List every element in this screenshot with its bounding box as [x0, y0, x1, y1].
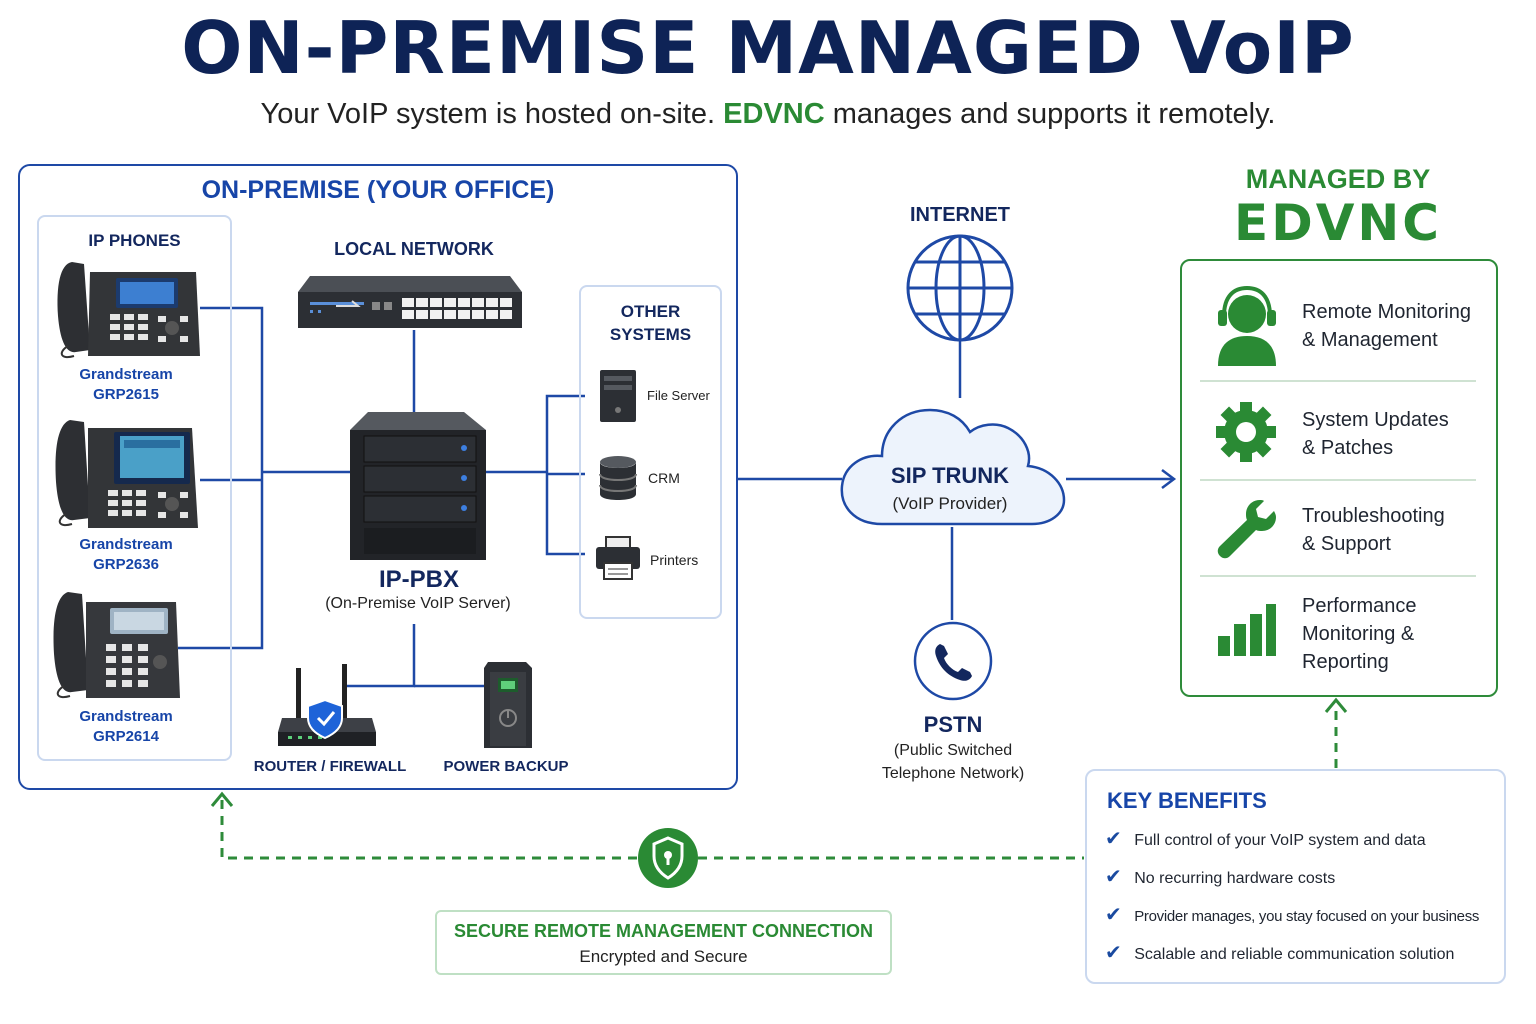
phone-2-model: GRP2636 [93, 556, 159, 573]
service-2-text: System Updates & Patches [1302, 406, 1449, 462]
benefit-item: ✔ Provider manages, you stay focused on … [1105, 902, 1479, 927]
onpremise-box [18, 164, 738, 790]
gear-icon [1216, 402, 1276, 462]
pbx-server-icon [350, 412, 486, 560]
phone-3-label: Grandstream GRP2614 [37, 707, 215, 747]
cloud-icon [840, 408, 1066, 526]
wrench-icon [1217, 500, 1276, 559]
service-divider [1200, 380, 1476, 382]
phone-1-model: GRP2615 [93, 386, 159, 403]
arrow-up-right [1324, 697, 1348, 713]
ip-phones-title: IP PHONES [88, 231, 181, 250]
service-4-line-1: Performance [1302, 595, 1417, 617]
pstn-label: PSTN [923, 712, 983, 737]
key-benefits-box [1085, 769, 1506, 984]
service-divider [1200, 479, 1476, 481]
managed-services-box [1180, 259, 1498, 697]
ip-phones-box [37, 215, 232, 761]
other-systems-title: OTHER SYSTEMS [579, 300, 722, 346]
managed-brand-logo: EDVNC [1234, 194, 1442, 252]
phone-2-brand: Grandstream [79, 536, 173, 553]
check-icon: ✔ [1105, 828, 1122, 850]
page-title: ON-PREMISE MANAGED VoIP [181, 6, 1355, 90]
benefit-item: ✔ Scalable and reliable communication so… [1105, 940, 1454, 965]
sip-trunk-label: SIP TRUNK [890, 463, 1010, 488]
service-4-line-2: Monitoring & [1302, 623, 1415, 645]
page-subtitle: Your VoIP system is hosted on-site. EDVN… [0, 98, 1536, 131]
subtitle-brand: EDVNC [723, 98, 825, 130]
pbx-sublabel: (On-Premise VoIP Server) [325, 595, 511, 612]
subtitle-pre: Your VoIP system is hosted on-site. [260, 98, 724, 130]
check-icon: ✔ [1105, 866, 1122, 888]
pbx-label: IP-PBX [378, 566, 459, 593]
subtitle-post: manages and supports it remotely. [824, 98, 1276, 130]
pstn-sub-line-1: (Public Switched [893, 742, 1013, 759]
secure-connection-box [435, 910, 892, 975]
benefit-text: Provider manages, you stay focused on yo… [1134, 908, 1480, 925]
service-2-line-1: System Updates [1302, 409, 1449, 431]
other-item-crm: CRM [648, 470, 680, 486]
pstn-sublabel: (Public Switched Telephone Network) [862, 739, 1044, 785]
ip-phone-icon [57, 262, 200, 358]
router-icon [278, 664, 376, 746]
router-label: ROUTER / FIREWALL [253, 758, 407, 775]
service-divider [1200, 575, 1476, 577]
managed-by-heading: MANAGED BY [1245, 164, 1431, 194]
secure-line-left [220, 800, 640, 860]
onpremise-title: ON-PREMISE (YOUR OFFICE) [201, 176, 555, 204]
headset-user-icon [1218, 285, 1276, 366]
database-icon [599, 456, 637, 500]
arrow-head-right [1161, 469, 1177, 489]
ip-phone-icon [53, 592, 180, 698]
other-title-line-1: OTHER [620, 302, 681, 321]
sip-trunk-sublabel: (VoIP Provider) [892, 494, 1008, 513]
service-1-line-2: & Management [1302, 329, 1438, 351]
file-server-icon [600, 370, 636, 422]
service-3-line-2: & Support [1302, 533, 1391, 555]
power-backup-label: POWER BACKUP [443, 758, 569, 775]
bar-chart-icon [1218, 604, 1276, 656]
key-benefits-title: KEY BENEFITS [1107, 788, 1267, 813]
check-icon: ✔ [1105, 942, 1122, 964]
internet-label: INTERNET [910, 204, 1010, 226]
check-icon: ✔ [1105, 904, 1122, 926]
other-item-printers: Printers [650, 552, 699, 568]
service-1-text: Remote Monitoring & Management [1302, 298, 1471, 354]
ip-phone-icon [55, 420, 198, 528]
service-3-line-1: Troubleshooting [1302, 505, 1445, 527]
phone-1-label: Grandstream GRP2615 [37, 365, 215, 405]
globe-icon [906, 234, 1014, 342]
other-title-line-2: SYSTEMS [609, 325, 692, 344]
other-item-file-server: File Server [647, 388, 710, 403]
pstn-sub-line-2: Telephone Network) [881, 765, 1025, 782]
benefit-text: Full control of your VoIP system and dat… [1134, 832, 1426, 849]
phone-handset-icon [913, 621, 993, 701]
secure-connection-sub: Encrypted and Secure [579, 947, 748, 966]
phone-3-model: GRP2614 [93, 728, 159, 745]
benefit-item: ✔ No recurring hardware costs [1105, 864, 1335, 889]
service-1-line-1: Remote Monitoring [1302, 301, 1471, 323]
arrow-up-left [210, 791, 234, 807]
phone-2-label: Grandstream GRP2636 [37, 535, 215, 575]
service-4-line-3: Reporting [1302, 651, 1389, 673]
printer-icon [596, 536, 640, 580]
benefit-text: Scalable and reliable communication solu… [1134, 946, 1455, 963]
service-3-text: Troubleshooting & Support [1302, 502, 1445, 558]
shield-lock-icon [638, 828, 698, 888]
other-systems-box [579, 285, 722, 619]
service-4-text: Performance Monitoring & Reporting [1302, 592, 1417, 676]
phone-1-brand: Grandstream [79, 366, 173, 383]
phone-3-brand: Grandstream [79, 708, 173, 725]
network-switch-icon [298, 276, 522, 328]
benefit-item: ✔ Full control of your VoIP system and d… [1105, 826, 1426, 851]
local-network-label: LOCAL NETWORK [334, 239, 494, 259]
secure-connection-title: SECURE REMOTE MANAGEMENT CONNECTION [453, 921, 873, 941]
ups-icon [484, 662, 532, 748]
service-2-line-2: & Patches [1302, 437, 1394, 459]
benefit-text: No recurring hardware costs [1134, 870, 1336, 887]
